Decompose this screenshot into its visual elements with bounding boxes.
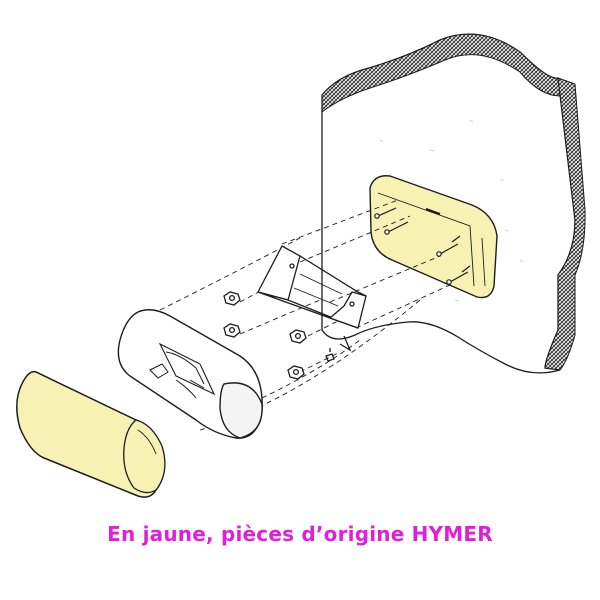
washer: [325, 348, 335, 362]
nut-4: [287, 365, 305, 380]
bracket-front-plate: [328, 291, 367, 329]
housing-end-cap: [219, 382, 263, 439]
cylinder-end: [123, 419, 166, 494]
mounting-plate: [369, 175, 498, 299]
bracket: [257, 245, 367, 352]
caption-original-parts: En jaune, pièces d’origine HYMER: [107, 522, 493, 546]
mounting-plate-body: [369, 175, 498, 299]
nut-3: [289, 329, 307, 344]
wall-speckle: [379, 119, 524, 302]
nut-1: [223, 291, 241, 306]
housing: [117, 309, 263, 439]
nut-2: [223, 323, 241, 338]
nuts: [223, 291, 335, 380]
mounting-studs: [374, 207, 471, 285]
wall-side-texture: [544, 77, 586, 371]
end-cap-cylinder: [16, 370, 166, 498]
bracket-back-plate: [257, 245, 301, 301]
